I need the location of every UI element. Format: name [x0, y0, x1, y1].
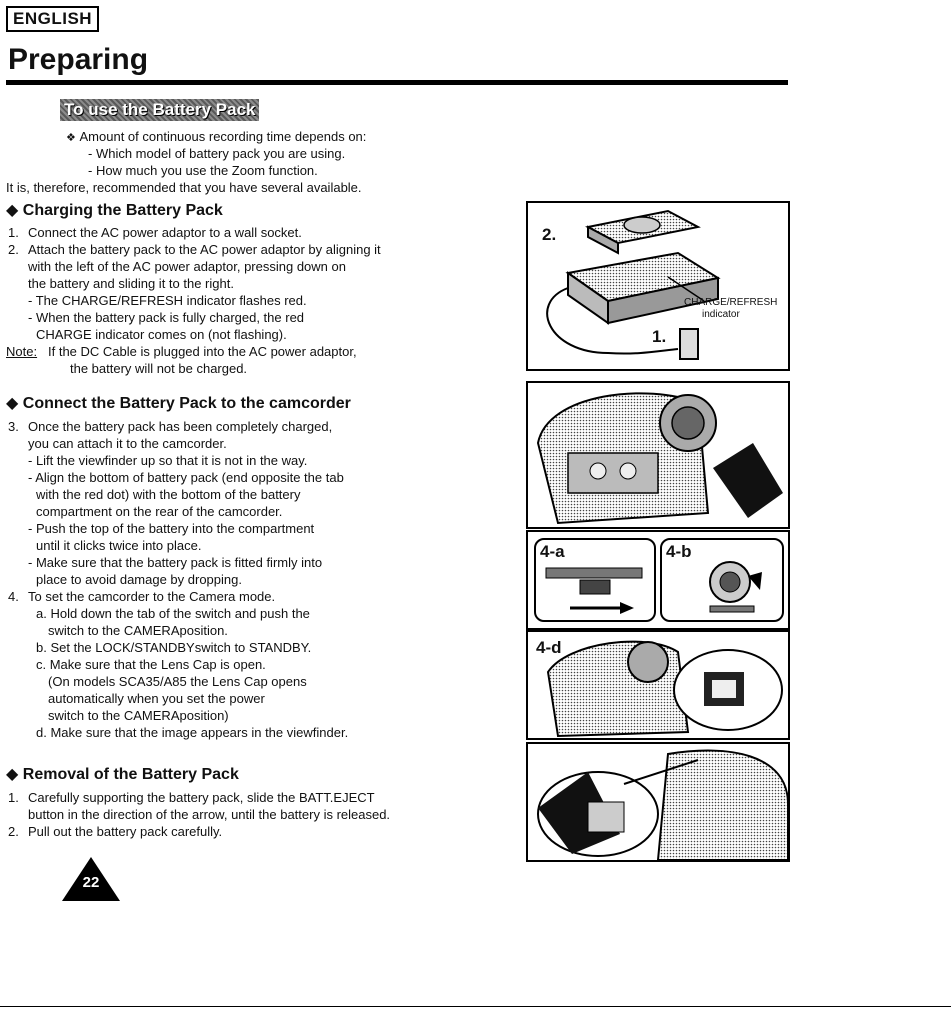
diamond-bullet-icon: ◆: [6, 202, 19, 219]
charging-step1: Connect the AC power adaptor to a wall s…: [28, 225, 302, 240]
connect-sub4-line2: place to avoid damage by dropping.: [36, 572, 242, 587]
removal-heading-text: Removal of the Battery Pack: [22, 766, 239, 783]
diamond-bullet-icon: ❖: [66, 132, 76, 144]
section-title: To use the Battery Pack: [60, 99, 260, 121]
page-title: Preparing: [8, 43, 149, 76]
removal-step2: Pull out the battery pack carefully.: [28, 824, 223, 839]
removal-heading: ◆ Removal of the Battery Pack: [6, 765, 239, 785]
intro-bullet: ❖ Amount of continuous recording time de…: [66, 128, 366, 147]
diamond-bullet-icon: ◆: [6, 395, 19, 412]
figure-battery-removal: [526, 742, 790, 862]
page-number: 22: [82, 874, 100, 891]
charging-heading: ◆ Charging the Battery Pack: [6, 201, 223, 221]
connect-sub3-line2: until it clicks twice into place.: [36, 538, 202, 553]
charging-step2-num: 2.: [8, 242, 19, 257]
charging-step2-line1: Attach the battery pack to the AC power …: [28, 242, 381, 257]
camcorder-rear-illustration: [536, 392, 783, 525]
fig4-label-d: 4-d: [536, 638, 562, 657]
figure-switches: 4-a 4-b: [526, 530, 790, 630]
connect-step3-line2: you can attach it to the camcorder.: [28, 436, 227, 451]
connect-sub3-line1: - Push the top of the battery into the c…: [28, 521, 315, 536]
connect-step3-line1: Once the battery pack has been completel…: [28, 419, 333, 434]
battery-removal-illustration: [537, 749, 788, 860]
removal-step1-line1: Carefully supporting the battery pack, s…: [28, 790, 375, 805]
fig1-callout-line1: CHARGE/REFRESH: [684, 297, 778, 308]
connect-a-line2: switch to the CAMERAposition.: [48, 623, 228, 638]
charging-step2-line3: the battery and sliding it to the right.: [28, 276, 234, 291]
diamond-bullet-icon: ◆: [6, 766, 19, 783]
panel-4b: 4-b: [660, 538, 784, 622]
language-badge: ENGLISH: [6, 6, 100, 32]
removal-step1-line2: button in the direction of the arrow, un…: [28, 807, 391, 822]
panel-4a: 4-a: [534, 538, 656, 622]
connect-b: b. Set the LOCK/STANDBYswitch to STANDBY…: [36, 640, 312, 655]
connect-step4: To set the camcorder to the Camera mode.: [28, 589, 276, 604]
connect-c-line4: switch to the CAMERAposition): [48, 708, 229, 723]
connect-c-line1: c. Make sure that the Lens Cap is open.: [36, 657, 266, 672]
fig1-callout-line2: indicator: [702, 309, 740, 320]
connect-d: d. Make sure that the image appears in t…: [36, 725, 349, 740]
figure-charger: 2. 1. CHARGE/REFRESH indicator: [526, 201, 790, 371]
note-line1: If the DC Cable is plugged into the AC p…: [48, 344, 357, 359]
charging-step1-num: 1.: [8, 225, 19, 240]
connect-step3-num: 3.: [8, 419, 19, 434]
bottom-rule: [0, 1006, 951, 1007]
connect-sub4-line1: - Make sure that the battery pack is fit…: [28, 555, 323, 570]
intro-bullet-text: Amount of continuous recording time depe…: [79, 129, 367, 144]
connect-sub2-line3: compartment on the rear of the camcorder…: [36, 504, 283, 519]
intro-sub-2: - How much you use the Zoom function.: [88, 163, 318, 178]
mode-switch-illustration: [545, 567, 643, 614]
title-rule: [6, 80, 788, 85]
camera-mode-illustration: [546, 640, 783, 738]
removal-step2-num: 2.: [8, 824, 19, 839]
charger-illustration: [546, 209, 721, 360]
note-line2: the battery will not be charged.: [70, 361, 248, 376]
fig1-label-1: 1.: [652, 327, 667, 346]
charging-step2-sub2-line1: - When the battery pack is fully charged…: [28, 310, 305, 325]
connect-sub2-line2: with the red dot) with the bottom of the…: [36, 487, 301, 502]
connect-c-line3: automatically when you set the power: [48, 691, 265, 706]
connect-sub2-line1: - Align the bottom of battery pack (end …: [28, 470, 344, 485]
connect-step4-num: 4.: [8, 589, 19, 604]
connect-heading-text: Connect the Battery Pack to the camcorde…: [22, 395, 351, 412]
charging-step2-sub1: - The CHARGE/REFRESH indicator flashes r…: [28, 293, 307, 308]
figure-camera-mode: 4-d: [526, 630, 790, 740]
fig3-label-b: 4-b: [666, 542, 692, 561]
fig1-label-2: 2.: [542, 225, 557, 244]
connect-a-line1: a. Hold down the tab of the switch and p…: [36, 606, 310, 621]
charging-heading-text: Charging the Battery Pack: [22, 202, 223, 219]
fig3-label-a: 4-a: [540, 542, 565, 561]
lock-standby-switch-illustration: [709, 561, 762, 613]
connect-heading: ◆ Connect the Battery Pack to the camcor…: [6, 394, 351, 414]
connect-c-line2: (On models SCA35/A85 the Lens Cap opens: [48, 674, 307, 689]
charging-step2-sub2-line2: CHARGE indicator comes on (not flashing)…: [36, 327, 287, 342]
connect-sub1: - Lift the viewfinder up so that it is n…: [28, 453, 308, 468]
note-label: Note:: [6, 344, 38, 359]
intro-note: It is, therefore, recommended that you h…: [6, 180, 362, 195]
page-number-triangle-icon: [62, 857, 120, 901]
intro-sub-1: - Which model of battery pack you are us…: [88, 146, 346, 161]
removal-step1-num: 1.: [8, 790, 19, 805]
charging-step2-line2: with the left of the AC power adaptor, p…: [28, 259, 346, 274]
figure-camcorder-rear: [526, 381, 790, 529]
